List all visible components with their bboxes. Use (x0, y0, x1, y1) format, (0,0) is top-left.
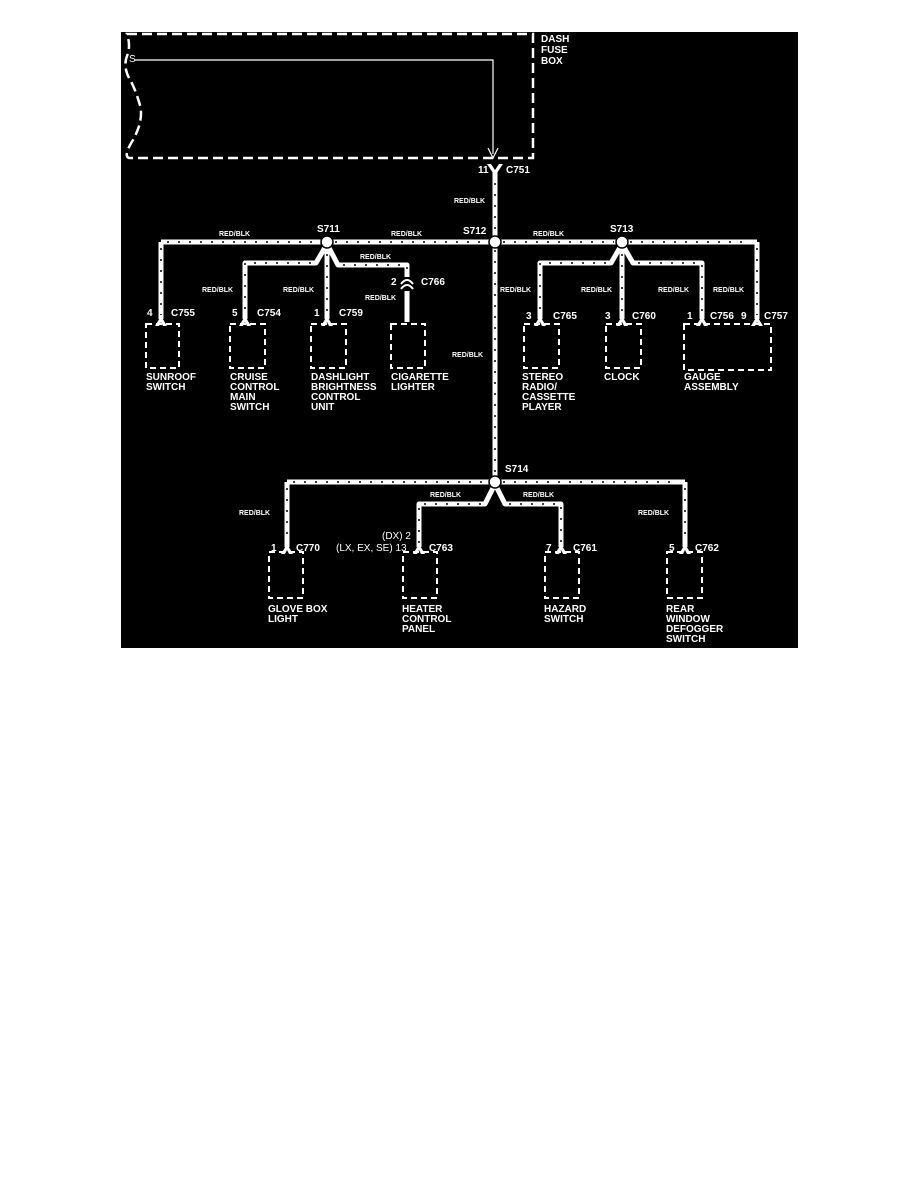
gauge-pin2: 9 (741, 311, 747, 322)
gauge-assembly-box (683, 323, 772, 371)
wire-label: RED/BLK (360, 254, 392, 261)
clock-pin: 3 (605, 311, 611, 322)
wire-label: RED/BLK (430, 492, 462, 499)
defogger-pin: 5 (669, 543, 675, 554)
cruise-connector: C754 (257, 308, 281, 319)
splice-s714-dot (488, 475, 502, 489)
cigarette-lighter-label: CIGARETTE LIGHTER (391, 372, 449, 393)
dashlight-connector: C759 (339, 308, 363, 319)
splice-s712-label: S712 (463, 226, 487, 237)
fuse-box-label: DASH FUSE BOX (541, 34, 570, 67)
glovebox-pin: 1 (271, 543, 277, 554)
branch-stereo (537, 242, 625, 319)
heater-pin-dx: (DX) 2 (382, 531, 411, 542)
hazard-switch-label: HAZARD SWITCH (544, 604, 587, 625)
wire-label: RED/BLK (365, 295, 397, 302)
wire-label: RED/BLK (283, 287, 315, 294)
hazard-switch-box (544, 551, 580, 599)
wire-label: RED/BLK (239, 510, 271, 517)
splice-s711-dot (320, 235, 334, 249)
lighter-connector: C766 (421, 277, 445, 288)
clock-label: CLOCK (604, 372, 640, 383)
heater-control-box (402, 551, 438, 599)
glove-box-light-box (268, 551, 304, 599)
connector-c766-symbol (400, 279, 414, 285)
glove-box-light-label: GLOVE BOX LIGHT (268, 604, 328, 625)
branch-gauge-c756 (619, 242, 705, 319)
hazard-connector: C761 (573, 543, 597, 554)
sunroof-switch-label: SUNROOF SWITCH (146, 372, 196, 393)
fuse-feed-line (135, 59, 494, 154)
splice-s712-dot (488, 235, 502, 249)
dashlight-unit-box (310, 323, 347, 369)
cigarette-lighter-box (390, 323, 426, 369)
gauge-connector2: C757 (764, 311, 788, 322)
fuse-terminal-label: S (129, 54, 136, 65)
heater-pin-lx: (LX, EX, SE) 13 (336, 543, 407, 554)
defogger-switch-label: REAR WINDOW DEFOGGER SWITCH (666, 604, 724, 645)
heater-connector: C763 (429, 543, 453, 554)
hazard-pin: 7 (546, 543, 552, 554)
wire-label: RED/BLK (391, 231, 423, 238)
defogger-connector: C762 (695, 543, 719, 554)
cruise-control-label: CRUISE CONTROL MAIN SWITCH (230, 372, 280, 413)
wiring-diagram: DASH FUSE BOX S 11 C751 RED/BLK S711 S71… (121, 32, 798, 648)
cruise-pin: 5 (232, 308, 238, 319)
wire-label: RED/BLK (202, 287, 234, 294)
clock-box (605, 323, 642, 369)
stereo-radio-label: STEREO RADIO/ CASSETTE PLAYER (522, 372, 576, 413)
splice-s714-label: S714 (505, 464, 529, 475)
main-feed-connector: C751 (506, 165, 530, 176)
glovebox-connector: C770 (296, 543, 320, 554)
cruise-control-box (229, 323, 266, 369)
wire-label: RED/BLK (452, 352, 484, 359)
wire-label: RED/BLK (713, 287, 745, 294)
wire-label: RED/BLK (500, 287, 532, 294)
wire-label: RED/BLK (638, 510, 670, 517)
wire-label-main: RED/BLK (454, 198, 486, 205)
splice-s713-label: S713 (610, 224, 634, 235)
fuse-box-outline (124, 32, 535, 160)
clock-connector: C760 (632, 311, 656, 322)
wire-label: RED/BLK (581, 287, 613, 294)
wire-label: RED/BLK (533, 231, 565, 238)
branch-lighter (324, 242, 410, 277)
gauge-pin: 1 (687, 311, 693, 322)
main-feed-pin: 11 (478, 165, 489, 176)
branch-heater (416, 482, 498, 547)
wire-label: RED/BLK (219, 231, 251, 238)
wiring-lines (124, 32, 772, 599)
wire-label: RED/BLK (523, 492, 555, 499)
wire-label: RED/BLK (658, 287, 690, 294)
splice-s711-label: S711 (317, 224, 340, 235)
lighter-pin: 2 (391, 277, 397, 288)
gauge-connector: C756 (710, 311, 734, 322)
stereo-pin: 3 (526, 311, 532, 322)
stereo-connector: C765 (553, 311, 577, 322)
splice-s713-dot (615, 235, 629, 249)
fuse-feed-arrow (487, 147, 499, 160)
defogger-switch-box (666, 551, 703, 599)
sunroof-pin: 4 (147, 308, 153, 319)
dashlight-unit-label: DASHLIGHT BRIGHTNESS CONTROL UNIT (311, 372, 377, 413)
branch-cruise (242, 242, 330, 319)
gauge-assembly-label: GAUGE ASSEMBLY (684, 372, 739, 393)
heater-control-label: HEATER CONTROL PANEL (402, 604, 452, 635)
sunroof-switch-box (145, 323, 180, 369)
sunroof-connector: C755 (171, 308, 195, 319)
connector-c751-symbol (487, 164, 503, 176)
stereo-radio-box (523, 323, 560, 369)
dashlight-pin: 1 (314, 308, 320, 319)
